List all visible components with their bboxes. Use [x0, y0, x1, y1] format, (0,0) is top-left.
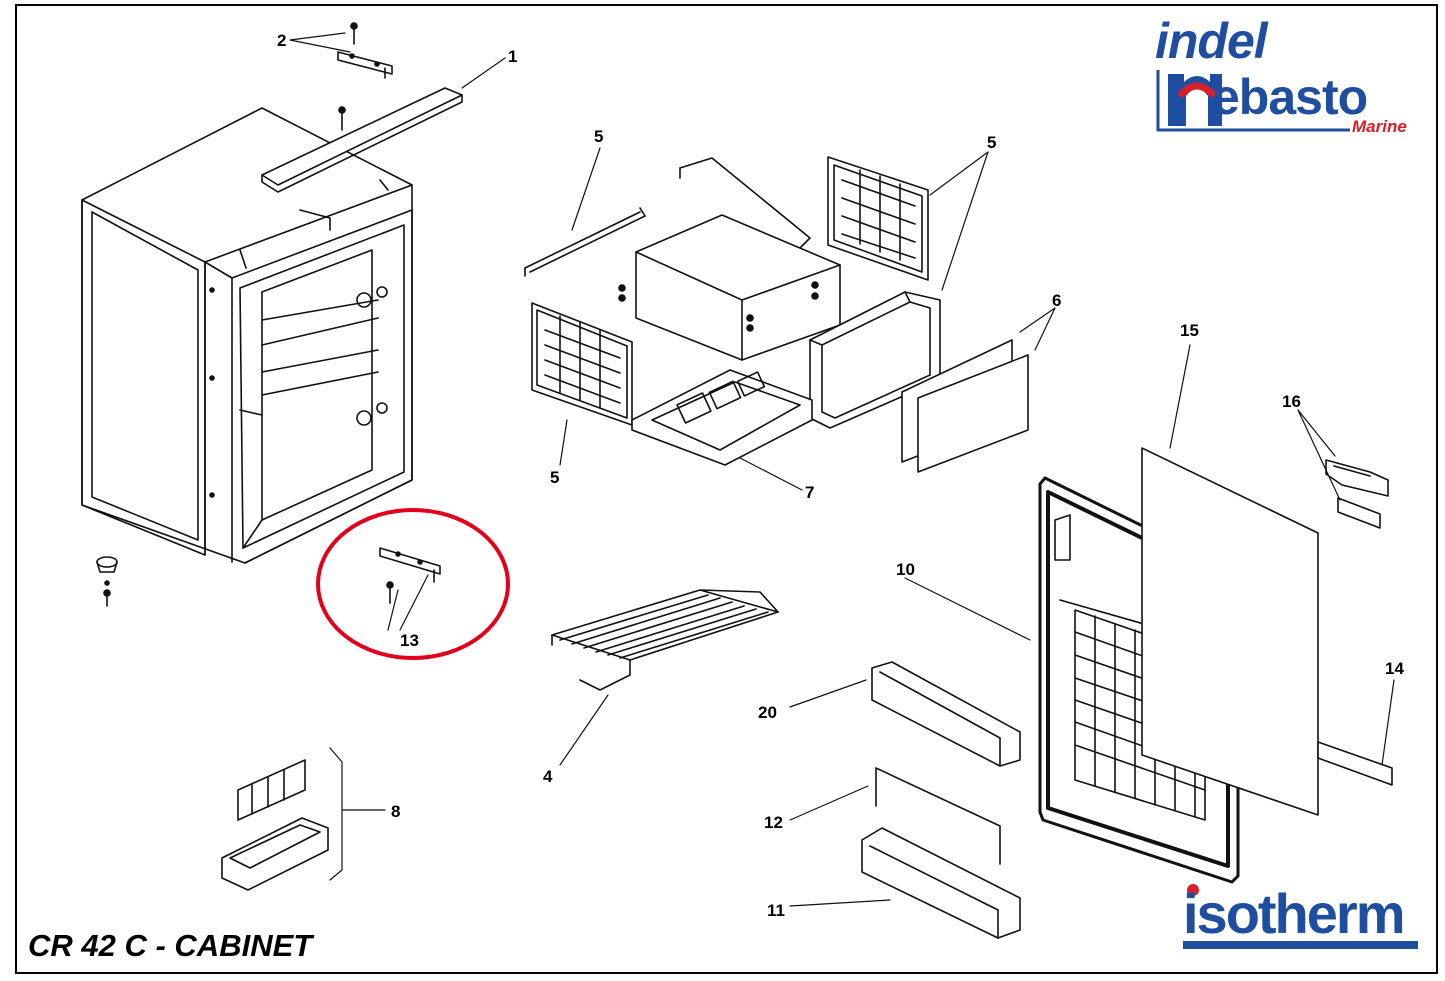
door-handle-icon — [1325, 459, 1389, 529]
callout-5-right: 5 — [987, 133, 996, 152]
foot-screw-icon — [96, 556, 118, 607]
evaporator-box-icon — [618, 214, 841, 361]
isotherm-logo-text: isotherm — [1183, 882, 1405, 945]
seal-strip-icon — [1317, 741, 1393, 786]
callout-1: 1 — [508, 47, 517, 66]
drawing-frame — [15, 4, 1438, 974]
callout-15: 15 — [1180, 321, 1199, 340]
callout-13: 13 — [400, 631, 419, 650]
back-wall-panel-right-icon — [827, 156, 929, 281]
callout-7: 7 — [805, 483, 814, 502]
callout-4: 4 — [543, 767, 553, 786]
cabinet-body-icon — [81, 107, 413, 564]
shelf-rail-icon — [875, 767, 1001, 865]
callout-14: 14 — [1385, 659, 1404, 678]
callout-5-top: 5 — [594, 127, 603, 146]
highlight-circle — [316, 508, 510, 660]
page-title: CR 42 C - CABINET — [28, 928, 313, 963]
callout-6: 6 — [1052, 291, 1061, 310]
small-bracket-icon — [379, 547, 441, 604]
webasto-logo-text: ebasto — [1212, 69, 1368, 125]
callout-12: 12 — [764, 813, 783, 832]
hinge-bracket-icon — [337, 22, 393, 79]
callout-11: 11 — [767, 901, 785, 920]
top-rail-icon — [261, 87, 463, 193]
marine-logo-text: Marine — [1352, 117, 1407, 136]
leader-lines — [289, 32, 1395, 907]
control-tray-icon — [631, 369, 813, 466]
wire-shelf-icon — [551, 589, 779, 691]
callout-20: 20 — [758, 703, 777, 722]
indel-logo-text: indel — [1155, 13, 1268, 69]
callout-8: 8 — [391, 802, 400, 821]
ice-tray-icon — [221, 759, 329, 891]
callout-10: 10 — [896, 560, 915, 579]
door-shelf-bottom-icon — [861, 827, 1021, 939]
back-wall-panel-left-icon — [531, 302, 633, 426]
door-panel-icon — [1141, 447, 1319, 816]
callout-5-bottom: 5 — [550, 468, 559, 487]
callout-labels: 2 1 5 5 6 15 16 5 7 10 13 14 20 4 8 12 1… — [277, 31, 1404, 920]
door-shelf-top-icon — [871, 661, 1021, 767]
callout-2: 2 — [277, 31, 286, 50]
cover-panel-icon — [901, 339, 1029, 473]
callout-16: 16 — [1282, 392, 1301, 411]
